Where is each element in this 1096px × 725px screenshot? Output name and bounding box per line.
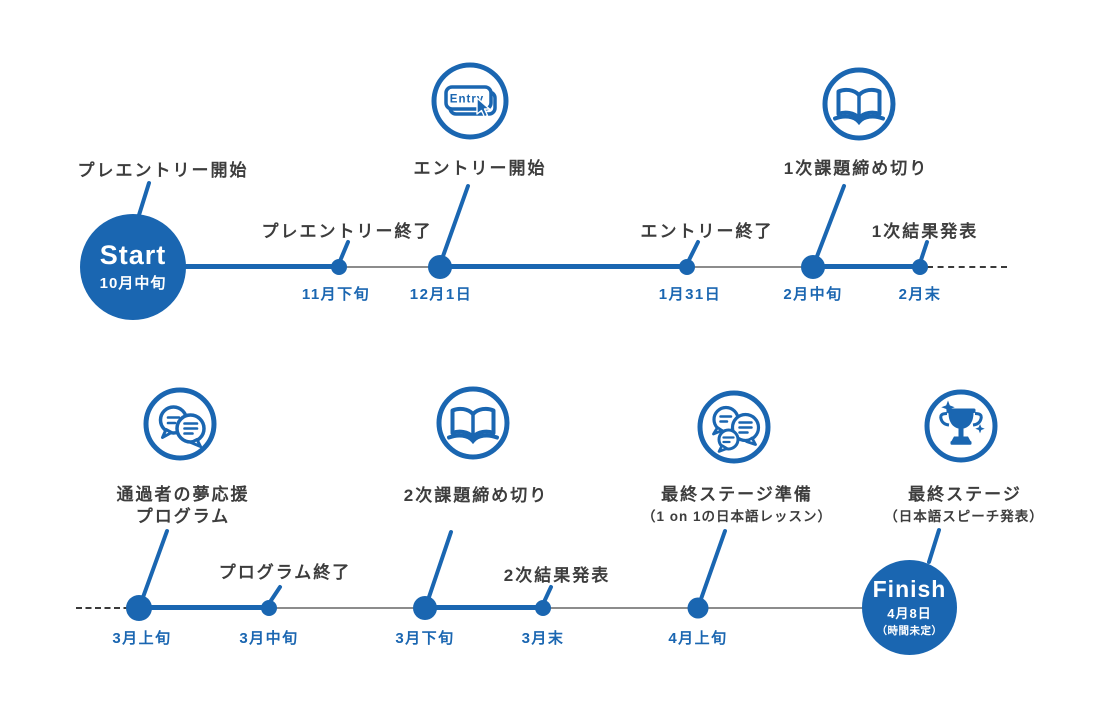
- milestone-dot: [801, 255, 825, 279]
- event-label-final-stage-prep-sub: （1 on 1の日本語レッスン）: [641, 509, 833, 524]
- milestone-dot: [126, 595, 152, 621]
- event-label-entry-start: エントリー開始: [413, 159, 547, 178]
- timeline2-gap-segment: [543, 607, 698, 609]
- event-label-final-stage-sub: （日本語スピーチ発表）: [884, 509, 1044, 524]
- date-label: 3月下旬: [395, 630, 455, 647]
- timeline1-continuation-dashes: [927, 266, 1007, 268]
- date-label: 2月中旬: [783, 286, 843, 303]
- milestone-dot: [912, 259, 928, 275]
- start-title: Start: [99, 239, 167, 270]
- milestone-dot: [428, 255, 452, 279]
- timeline1-active-segment: [813, 264, 920, 269]
- milestone-dot: [261, 600, 277, 616]
- date-label: 2月末: [898, 286, 942, 303]
- group-chat-icon: [696, 389, 772, 470]
- event-label-program-end: プログラム終了: [218, 563, 352, 582]
- open-book-icon: [821, 66, 897, 147]
- finish-note: （時間未定）: [876, 625, 943, 638]
- timeline2-active-segment: [139, 605, 269, 610]
- timeline2-active-segment: [425, 605, 543, 610]
- date-label: 3月中旬: [239, 630, 299, 647]
- timeline2-gap-segment: [698, 607, 865, 609]
- date-label: 4月上旬: [668, 630, 728, 647]
- event-label-dream-program-line2: プログラム: [135, 507, 231, 526]
- open-book-icon: [435, 385, 511, 466]
- milestone-dot: [331, 259, 347, 275]
- finish-circle: Finish 4月8日 （時間未定）: [862, 560, 957, 655]
- timeline2-gap-segment: [269, 607, 425, 609]
- milestone-dot: [413, 596, 437, 620]
- start-date: 10月中旬: [99, 275, 167, 293]
- timeline1-gap-segment: [687, 266, 813, 268]
- timeline1-active-segment: [140, 264, 339, 269]
- milestone-dot: [679, 259, 695, 275]
- event-label-dream-program: 通過者の夢応援: [116, 485, 250, 504]
- event-label-entry-end: エントリー終了: [640, 222, 774, 241]
- event-label-final-stage: 最終ステージ: [908, 485, 1022, 504]
- date-label: 1月31日: [658, 286, 722, 303]
- timeline2-continuation-dashes: [76, 607, 139, 609]
- chat-bubbles-icon: [142, 386, 218, 467]
- event-label-second-task-deadline: 2次課題締め切り: [403, 486, 549, 505]
- event-label-final-stage-prep: 最終ステージ準備: [661, 485, 813, 504]
- date-label: 3月末: [521, 630, 565, 647]
- timeline1-active-segment: [440, 264, 687, 269]
- timeline1-gap-segment: [339, 266, 440, 268]
- start-circle: Start 10月中旬: [80, 214, 186, 320]
- event-label-pre-entry-start: プレエントリー開始: [77, 161, 249, 180]
- finish-date: 4月8日: [887, 606, 932, 622]
- milestone-dot: [535, 600, 551, 616]
- event-label-pre-entry-end: プレエントリー終了: [261, 222, 433, 241]
- entry-button-icon: Entry: [430, 61, 510, 146]
- event-label-first-task-deadline: 1次課題締め切り: [783, 159, 929, 178]
- event-label-second-results: 2次結果発表: [503, 566, 611, 585]
- date-label: 3月上旬: [112, 630, 172, 647]
- trophy-icon: [923, 388, 999, 469]
- milestone-dot: [687, 597, 709, 619]
- entry-button-text: Entry: [450, 94, 484, 106]
- event-label-first-results: 1次結果発表: [871, 222, 979, 241]
- date-label: 11月下旬: [301, 286, 371, 303]
- finish-title: Finish: [872, 575, 947, 602]
- date-label: 12月1日: [409, 286, 473, 303]
